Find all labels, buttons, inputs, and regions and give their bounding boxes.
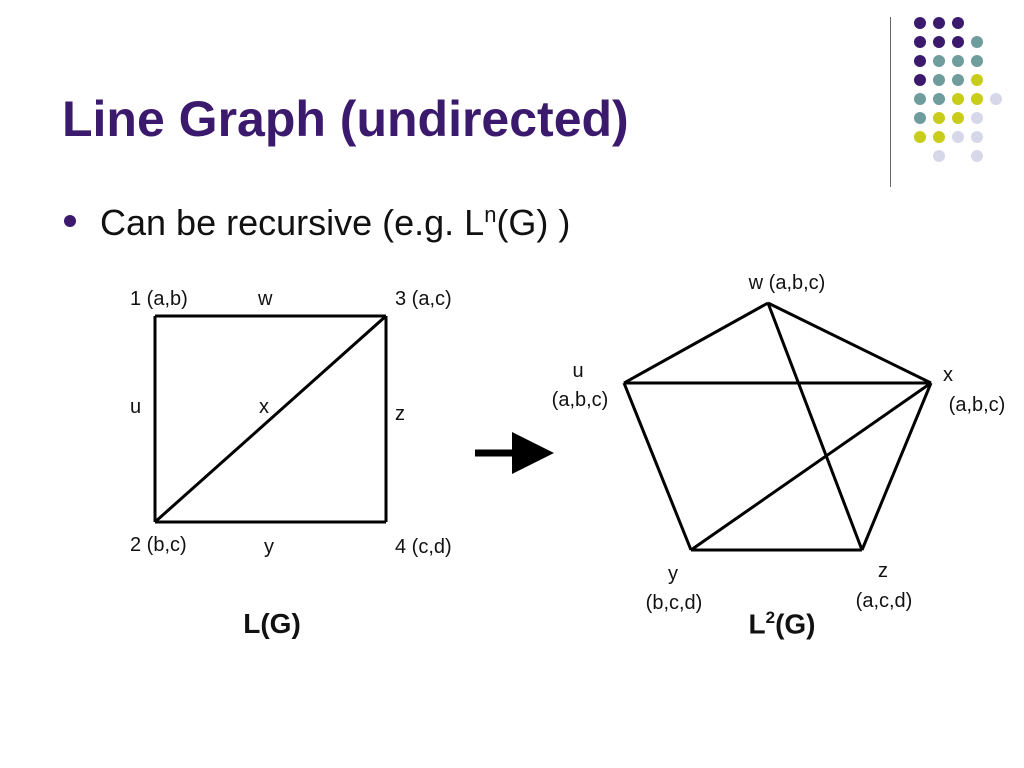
decor-dot	[933, 93, 945, 105]
node-label-y-name: y	[668, 563, 678, 585]
decor-dot	[952, 36, 964, 48]
decor-dot	[971, 93, 983, 105]
edge-w-x	[767, 301, 932, 385]
edge-label-u: u	[130, 396, 142, 418]
edge-label-y: y	[264, 536, 274, 558]
decor-dot	[933, 36, 945, 48]
bullet-dot-icon	[64, 215, 76, 228]
decor-dot	[952, 17, 964, 29]
edge-x-y	[690, 381, 932, 552]
node-label-x-set: (a,b,c)	[948, 394, 1006, 416]
node-label-4: 4 (c,d)	[395, 536, 452, 558]
decor-dot	[971, 74, 983, 86]
edge-label-w: w	[258, 288, 273, 310]
decor-dot	[933, 17, 945, 29]
decor-dot	[914, 17, 926, 29]
edge-x	[154, 314, 387, 524]
node-label-1: 1 (a,b)	[130, 288, 188, 310]
edge-w-u	[623, 301, 769, 385]
left-graph-caption: L(G)	[243, 608, 301, 639]
decor-dot	[971, 112, 983, 124]
node-label-3: 3 (a,c)	[395, 288, 452, 310]
decor-dot	[914, 74, 926, 86]
node-label-2: 2 (b,c)	[130, 534, 187, 556]
decor-dot	[914, 112, 926, 124]
right-caption-suffix: (G)	[775, 608, 816, 640]
right-caption-superscript: 2	[765, 608, 776, 627]
decor-dot	[914, 131, 926, 143]
edge-w-z	[766, 302, 864, 551]
decor-dot	[952, 55, 964, 67]
bullet-text-prefix: Can be recursive (e.g. L	[100, 202, 485, 243]
decor-dot	[952, 131, 964, 143]
decor-dot	[914, 36, 926, 48]
edge-x-z	[860, 382, 933, 551]
bullet-superscript: n	[484, 202, 497, 227]
node-label-z-name: z	[878, 560, 888, 582]
decor-dot	[914, 93, 926, 105]
node-label-x-name: x	[943, 364, 953, 386]
decor-dot	[933, 74, 945, 86]
bullet-text-suffix: (G) )	[496, 202, 571, 243]
decor-dot	[952, 93, 964, 105]
edge-u-y	[622, 382, 693, 551]
decor-dot	[952, 112, 964, 124]
decor-dot	[933, 150, 945, 162]
title-divider	[890, 17, 891, 187]
decor-dot	[933, 112, 945, 124]
right-graph-caption: L2(G)	[748, 608, 815, 640]
decor-dot	[952, 74, 964, 86]
edge-label-z: z	[395, 403, 405, 425]
edge-label-x: x	[259, 396, 269, 418]
decor-dot	[933, 131, 945, 143]
decor-dot	[933, 55, 945, 67]
right-caption-base: L	[748, 608, 766, 640]
decorative-dot-grid	[914, 17, 1002, 162]
decor-dot	[971, 150, 983, 162]
decor-dot	[971, 131, 983, 143]
decor-dot	[914, 55, 926, 67]
node-label-y-set: (b,c,d)	[645, 592, 703, 614]
node-label-u-set: (a,b,c)	[551, 389, 609, 411]
left-graph-edges	[153, 314, 388, 524]
decor-dot	[990, 93, 1002, 105]
bullet-item: Can be recursive (e.g. Ln(G) )	[64, 202, 570, 244]
transform-arrow-icon	[475, 432, 554, 474]
slide-title: Line Graph (undirected)	[62, 91, 629, 147]
right-graph-edges	[622, 301, 933, 552]
node-label-w: w (a,b,c)	[748, 272, 826, 294]
node-label-u-name: u	[572, 360, 584, 382]
decor-dot	[971, 36, 983, 48]
node-label-z-set: (a,c,d)	[855, 590, 913, 612]
decor-dot	[971, 55, 983, 67]
